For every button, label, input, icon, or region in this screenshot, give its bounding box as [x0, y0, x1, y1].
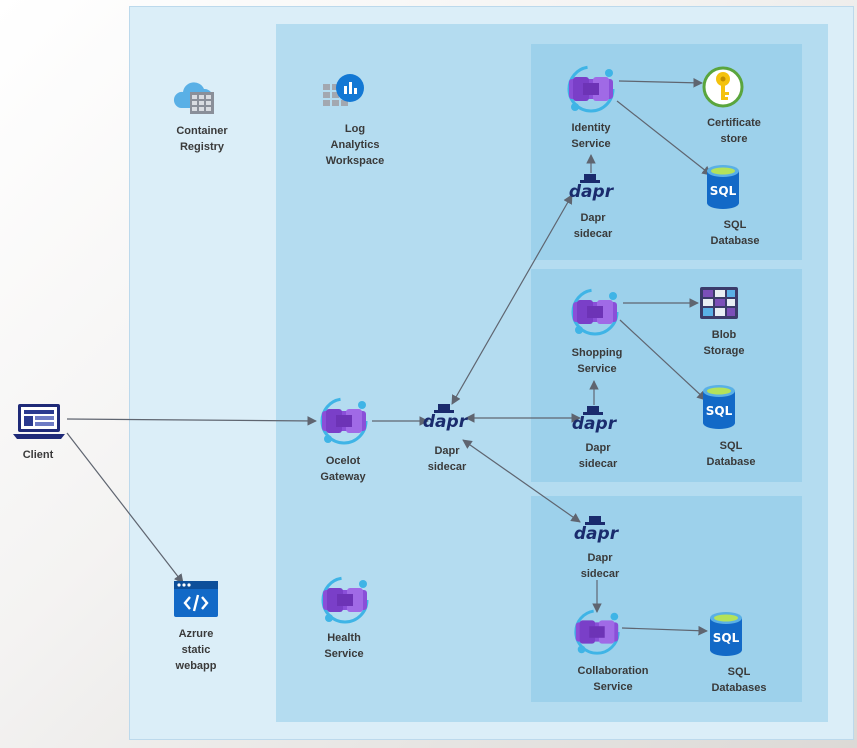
collab-sql-label: SQL Databases [711, 666, 767, 694]
svg-text:dapr: dapr [572, 414, 618, 433]
collaboration-service-label: Collaboration Service [577, 665, 649, 693]
identity-service-label: Identity Service [571, 122, 611, 150]
svg-text:SQL: SQL [710, 184, 737, 198]
health-service-icon[interactable] [317, 572, 373, 628]
svg-text:dapr: dapr [574, 524, 620, 543]
laptop-icon[interactable] [11, 402, 67, 442]
edge-client-to-static-webapp [66, 432, 184, 584]
blob-storage-icon[interactable] [699, 286, 739, 320]
identity-sql-icon[interactable]: SQL [705, 164, 741, 210]
static-webapp-label: Azrure static webapp [175, 628, 217, 672]
blob-storage-label: Blob Storage [703, 329, 745, 357]
edge-identity-service-to-certificate-store [618, 77, 703, 88]
ocelot-gateway-label: Ocelot Gateway [320, 455, 366, 483]
edge-gateway-sidecar-to-collab-sidecar [462, 439, 581, 523]
key-vault-icon[interactable] [702, 66, 744, 108]
shopping-service-icon[interactable] [567, 284, 623, 340]
identity-service-icon[interactable] [563, 61, 619, 117]
shopping-service-label: Shopping Service [571, 347, 623, 375]
shopping-sql-label: SQL Database [706, 440, 756, 468]
ocelot-gateway-icon[interactable] [316, 393, 372, 449]
container-registry-label: Container Registry [176, 125, 228, 153]
edge-shopping-service-to-shopping-sql [619, 319, 707, 401]
collab-dapr-icon[interactable]: dapr [572, 515, 620, 543]
container-registry-icon[interactable] [173, 78, 219, 116]
collab-sidecar-label: Dapr sidecar [580, 552, 620, 580]
gateway-sidecar-label: Dapr sidecar [427, 445, 467, 473]
shopping-sidecar-label: Dapr sidecar [578, 442, 618, 470]
collaboration-service-icon[interactable] [570, 605, 624, 659]
identity-sidecar-label: Dapr sidecar [573, 212, 613, 240]
svg-text:SQL: SQL [706, 404, 733, 418]
log-analytics-icon[interactable] [321, 72, 367, 114]
health-service-label: Health Service [324, 632, 364, 660]
edge-collab-service-to-collab-sql [621, 625, 708, 636]
svg-text:SQL: SQL [713, 631, 740, 645]
collab-sql-icon[interactable]: SQL [708, 611, 744, 657]
edge-identity-service-to-identity-sql [616, 100, 712, 176]
svg-text:dapr: dapr [423, 412, 469, 431]
shopping-sql-icon[interactable]: SQL [701, 384, 737, 430]
edges [66, 77, 712, 636]
static-webapp-icon[interactable] [173, 580, 219, 618]
shopping-dapr-icon[interactable]: dapr [570, 405, 618, 433]
edge-gateway-sidecar-to-identity-sidecar [451, 194, 573, 405]
collaboration-service-box [531, 496, 802, 702]
svg-text:dapr: dapr [569, 182, 615, 201]
identity-sql-label: SQL Database [710, 219, 760, 247]
gateway-dapr-icon[interactable]: dapr [421, 403, 469, 431]
identity-dapr-icon[interactable]: dapr [567, 173, 615, 201]
client-label: Client [22, 449, 54, 461]
edge-client-to-ocelot-gateway [66, 416, 317, 426]
log-analytics-label: Log Analytics Workspace [325, 123, 385, 167]
certificate-store-label: Certificate store [707, 117, 761, 145]
